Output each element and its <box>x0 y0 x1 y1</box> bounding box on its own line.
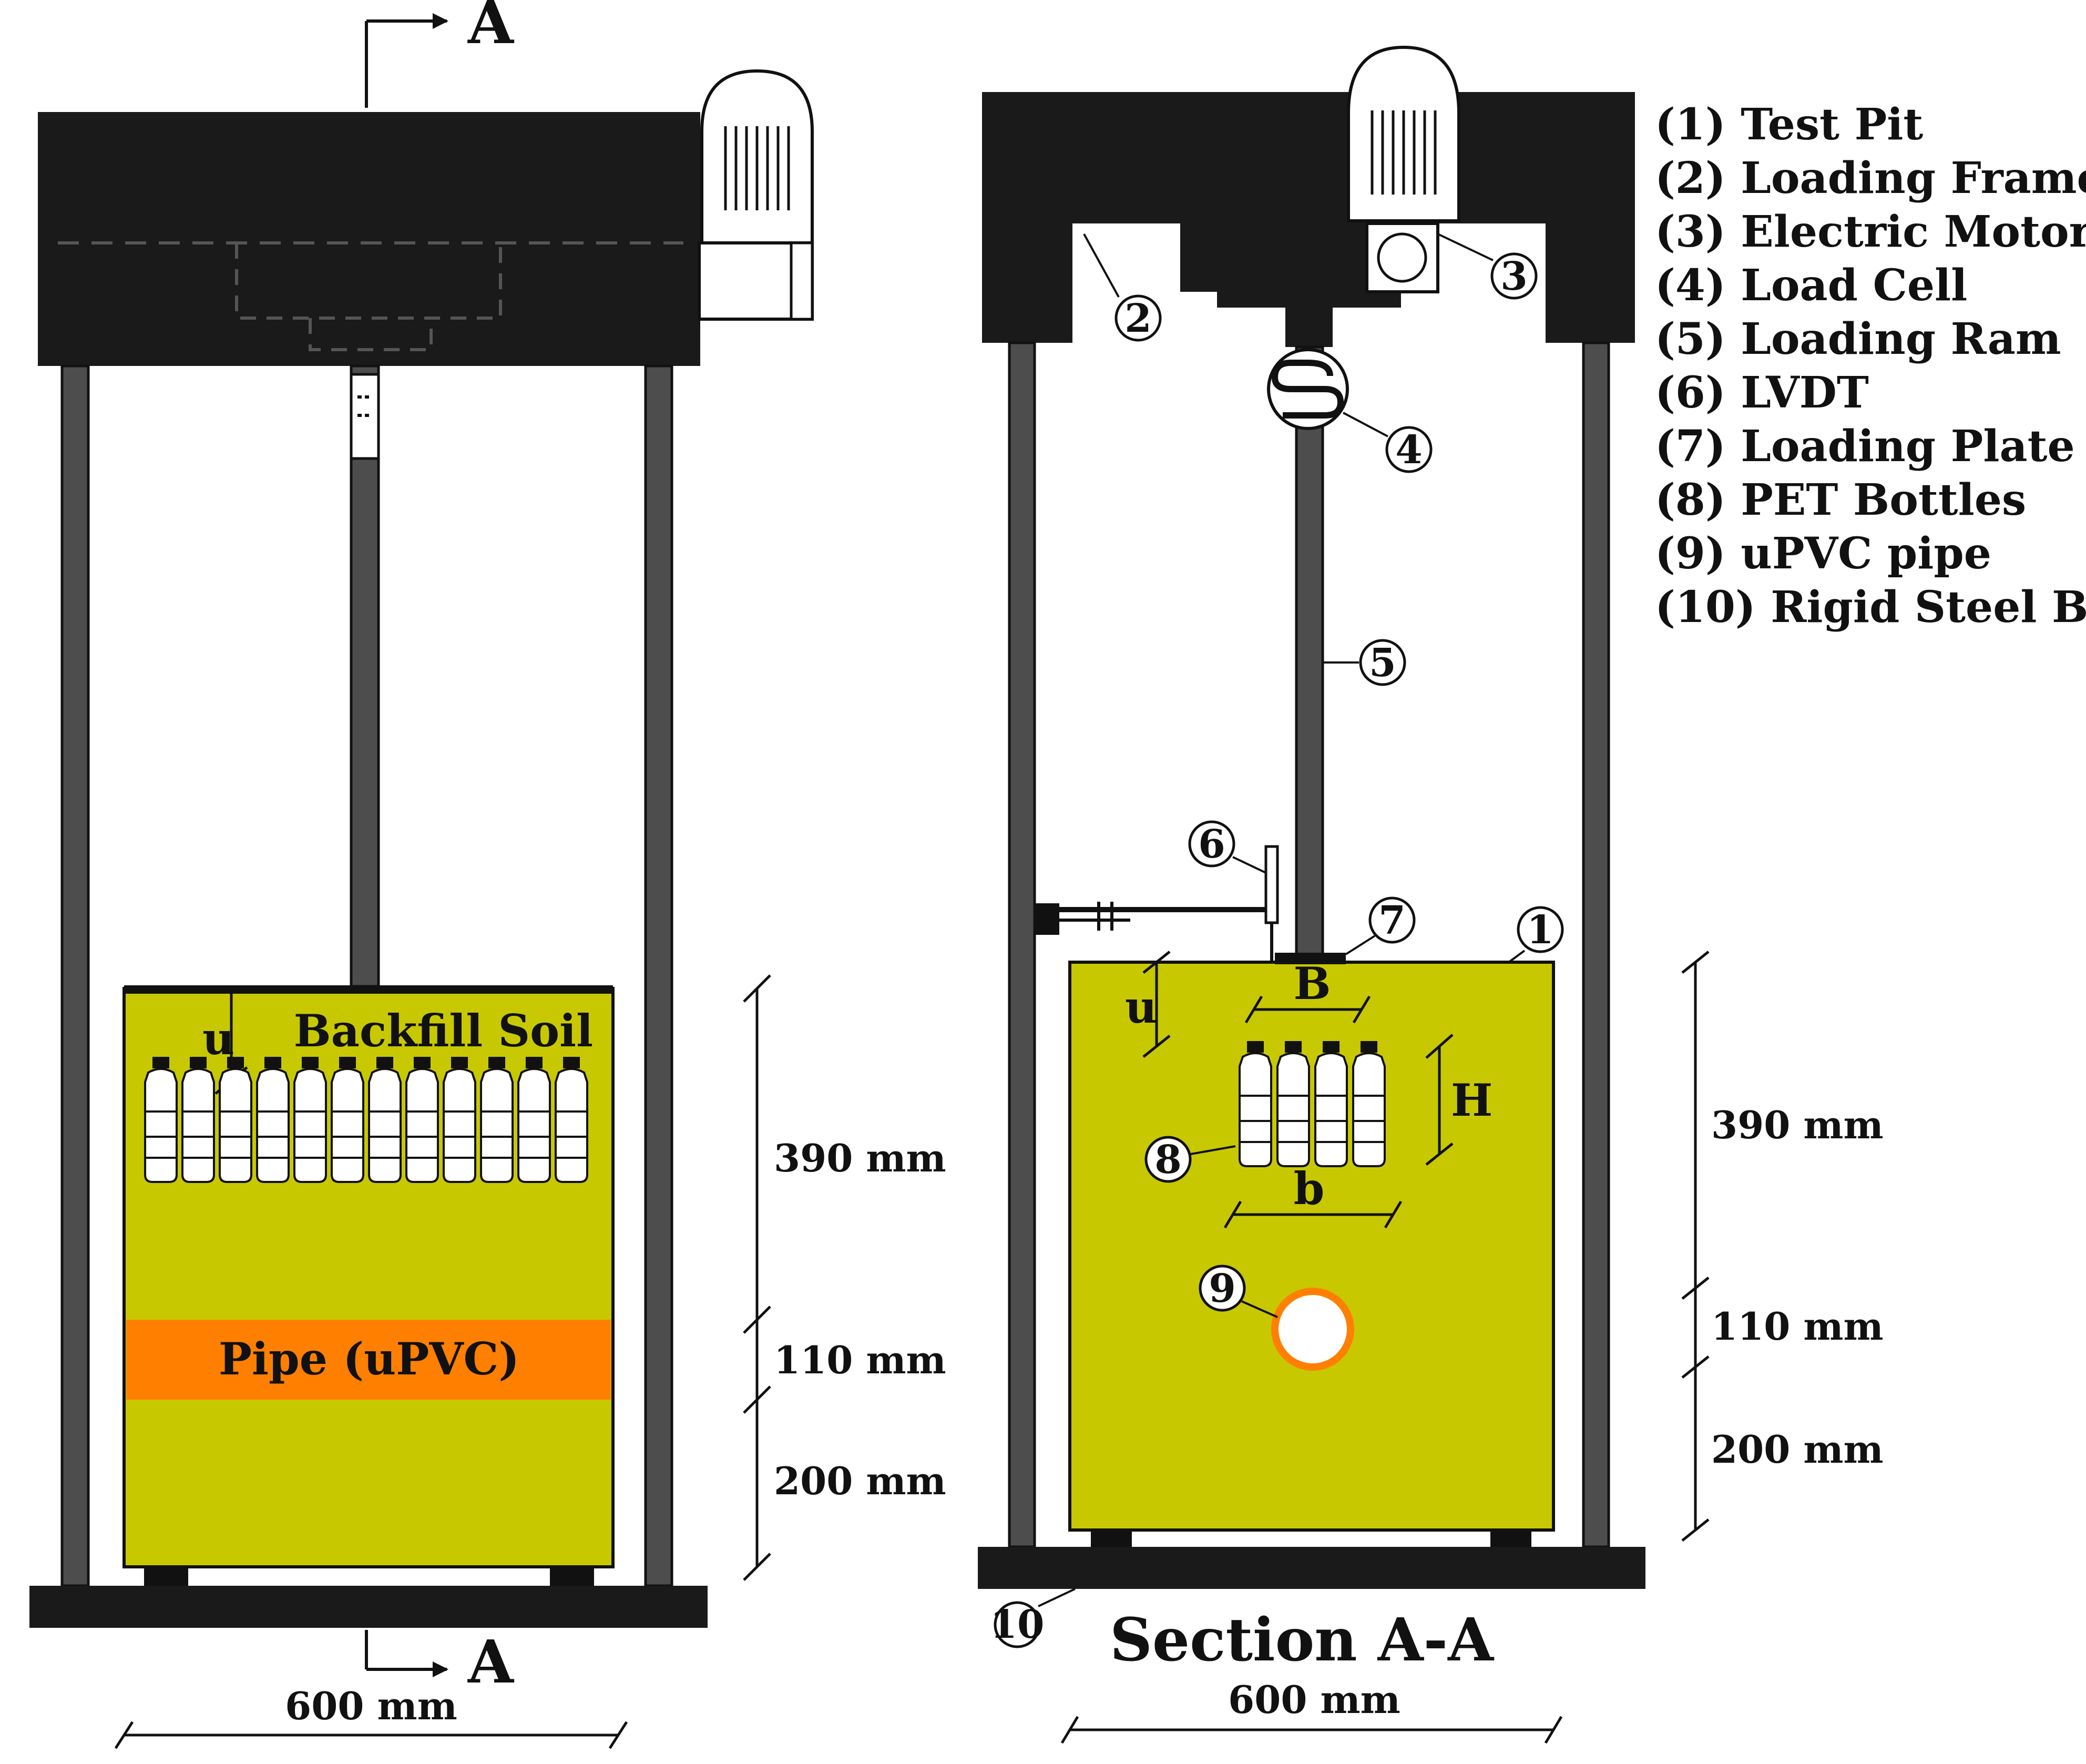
front-width-dim: 600 mm <box>285 1684 457 1728</box>
svg-text:7: 7 <box>1378 898 1406 943</box>
section-load-cell <box>1267 348 1349 430</box>
legend-item-10: (10) Rigid Steel Base <box>1655 582 2086 633</box>
section-cut-bottom: A <box>365 1628 515 1697</box>
b-label: b <box>1294 1163 1325 1215</box>
front-dim-middle: 110 mm <box>774 1338 946 1382</box>
section-lvdt <box>1036 845 1279 962</box>
svg-text:5: 5 <box>1369 640 1396 686</box>
svg-text:4: 4 <box>1395 427 1423 473</box>
svg-text:1: 1 <box>1527 908 1554 953</box>
section-steel-base <box>978 1547 1645 1589</box>
legend-item-4: (4) Load Cell <box>1655 260 1967 311</box>
section-mark-bottom: A <box>467 1628 515 1697</box>
section-loading-plate <box>1275 953 1346 964</box>
legend-item-6: (6) LVDT <box>1655 368 1869 418</box>
section-right-column <box>1582 341 1610 1548</box>
section-loading-ram <box>1295 345 1324 959</box>
front-electric-motor <box>698 69 814 321</box>
section-dim-middle: 110 mm <box>1711 1304 1884 1349</box>
callout-3: 3 <box>1437 233 1538 300</box>
front-loading-ram <box>350 364 380 988</box>
legend-item-5: (5) Loading Ram <box>1655 314 2061 364</box>
legend-item-1: (1) Test Pit <box>1655 99 1923 150</box>
front-loading-frame <box>38 112 700 366</box>
section-cut-top: A <box>365 0 515 108</box>
section-left-column <box>1008 341 1036 1548</box>
front-left-column <box>60 364 90 1587</box>
svg-text:2: 2 <box>1124 296 1152 341</box>
section-title: Section A-A <box>1110 1606 1495 1675</box>
svg-text:9: 9 <box>1209 1266 1236 1311</box>
B-label: B <box>1294 957 1331 1010</box>
legend-item-9: (9) uPVC pipe <box>1655 528 1991 579</box>
legend-item-3: (3) Electric Motor <box>1655 207 2086 257</box>
front-u-label: u <box>202 1013 234 1065</box>
callout-5: 5 <box>1323 639 1406 686</box>
callout-10: 10 <box>990 1588 1076 1648</box>
section-view: u B H b Section A-A 600 mm <box>978 45 1884 1744</box>
svg-text:8: 8 <box>1154 1137 1182 1182</box>
callout-7: 7 <box>1345 896 1416 955</box>
callout-9: 9 <box>1199 1265 1278 1318</box>
front-view: A Backfill Soil <box>29 0 946 1749</box>
front-dim-lower: 200 mm <box>774 1459 946 1503</box>
section-test-pit <box>1068 961 1555 1532</box>
front-dim-upper: 390 mm <box>774 1136 946 1180</box>
H-label: H <box>1451 1074 1492 1126</box>
svg-text:6: 6 <box>1198 822 1225 867</box>
pipe-label: Pipe (uPVC) <box>219 1333 519 1385</box>
svg-text:10: 10 <box>990 1602 1045 1647</box>
section-width-dim: 600 mm <box>1228 1677 1400 1722</box>
svg-text:3: 3 <box>1500 254 1528 299</box>
legend: (1) Test Pit (2) Loading Frame (3) Elect… <box>1655 99 2086 633</box>
section-dim-upper: 390 mm <box>1711 1103 1884 1147</box>
section-loading-frame <box>982 92 1635 343</box>
section-u-label: u <box>1125 981 1157 1033</box>
front-pipe-band <box>126 1320 611 1400</box>
callout-8: 8 <box>1144 1136 1236 1183</box>
callout-2: 2 <box>1083 233 1162 342</box>
section-upvc-pipe <box>1271 1288 1354 1371</box>
callout-1: 1 <box>1508 906 1564 963</box>
backfill-soil-label: Backfill Soil <box>294 1005 593 1057</box>
front-steel-base <box>29 1586 708 1628</box>
section-mark-top: A <box>467 0 515 57</box>
legend-item-2: (2) Loading Frame <box>1655 153 2086 203</box>
legend-item-8: (8) PET Bottles <box>1655 475 2026 525</box>
front-right-column <box>644 364 673 1587</box>
callout-4: 4 <box>1343 412 1433 473</box>
legend-item-7: (7) Loading Plate <box>1655 421 2075 472</box>
callout-6: 6 <box>1188 820 1266 874</box>
section-electric-motor <box>1347 45 1460 293</box>
section-dim-lower: 200 mm <box>1711 1427 1884 1472</box>
